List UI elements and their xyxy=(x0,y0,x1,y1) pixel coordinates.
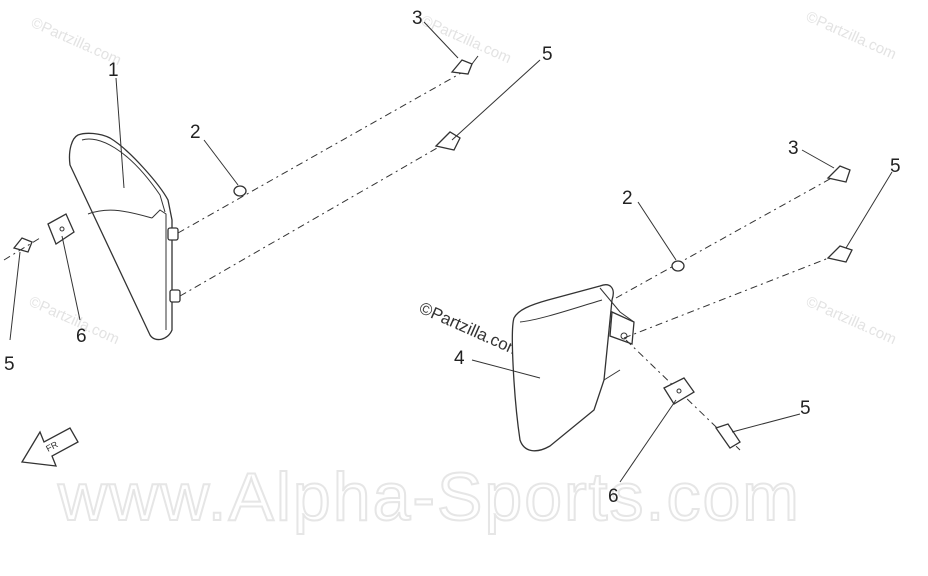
left-bolt-top xyxy=(450,59,473,75)
watermark-partzilla-center: ©Partzilla.com xyxy=(416,298,524,360)
watermark-partzilla-3: ©Partzilla.com xyxy=(803,8,898,63)
callout-5: 5 xyxy=(890,156,901,177)
callout-5: 5 xyxy=(542,44,553,65)
right-clip-nut xyxy=(663,377,695,405)
callout-4: 4 xyxy=(454,348,465,369)
watermark-alpha-sports: www.Alpha-Sports.com xyxy=(57,459,801,535)
right-screw-lower xyxy=(714,423,741,449)
right-bolt-top xyxy=(826,165,851,183)
left-grommet xyxy=(233,185,247,197)
left-screw-upper xyxy=(434,131,461,151)
left-clip-nut xyxy=(47,213,75,245)
left-screw-lower xyxy=(12,237,33,253)
left-side-cover xyxy=(68,132,173,341)
callout-6: 6 xyxy=(76,326,87,347)
right-side-cover xyxy=(511,284,614,452)
callout-5: 5 xyxy=(800,398,811,419)
callout-6: 6 xyxy=(608,486,619,507)
callout-2: 2 xyxy=(622,188,633,209)
callout-5: 5 xyxy=(4,354,15,375)
left-side-cover-assembly: 1 2 3 5 5 6 FR xyxy=(3,8,553,467)
callout-3: 3 xyxy=(788,138,799,159)
front-arrow-icon: FR xyxy=(20,427,79,467)
watermark-partzilla-4: ©Partzilla.com xyxy=(26,293,121,348)
right-side-cover-assembly: 2 3 4 5 5 6 xyxy=(454,138,901,507)
watermark-partzilla-2: ©Partzilla.com xyxy=(418,12,513,67)
callout-3: 3 xyxy=(412,8,423,29)
callout-1: 1 xyxy=(108,60,119,81)
watermark-partzilla-5: ©Partzilla.com xyxy=(803,293,898,348)
right-grommet xyxy=(671,260,685,272)
right-screw-upper xyxy=(826,245,853,263)
callout-2: 2 xyxy=(190,122,201,143)
